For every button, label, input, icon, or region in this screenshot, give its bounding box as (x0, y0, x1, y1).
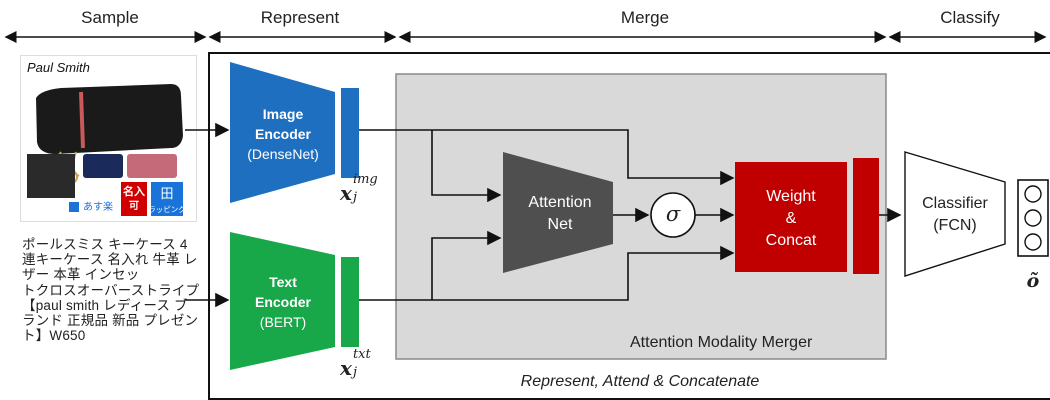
text-encoder-shape (230, 232, 335, 370)
header-classify: Classify (940, 8, 1000, 27)
output-label: õ (1026, 270, 1040, 292)
weight-concat-box (735, 162, 847, 272)
concat-feature-bar (853, 158, 879, 274)
output-node-2 (1024, 209, 1042, 227)
image-feature-label: x img j (340, 172, 378, 205)
text-encoder-title: Text Encoder (254, 274, 311, 310)
brand-logo: Paul Smith (27, 60, 90, 75)
header-merge: Merge (620, 8, 670, 27)
classifier-shape (904, 151, 1006, 277)
image-encoder-title: Image Encoder (254, 106, 311, 142)
merger-label: Attention Modality Merger (630, 334, 813, 351)
svg-text:あす楽: あす楽 (83, 200, 113, 213)
attention-net-label: Attention Net (528, 194, 592, 233)
classifier-label: Classifier (FCN) (922, 195, 988, 234)
image-feature-bar (341, 88, 359, 178)
image-encoder-subtitle: (DenseNet) (247, 146, 319, 162)
text-encoder-subtitle: (BERT) (259, 314, 307, 330)
text-encoder-label: Text Encoder (BERT) (228, 272, 338, 332)
caption: Represent, Attend & Concatenate (520, 373, 760, 390)
header-sample: Sample (81, 8, 139, 27)
weight-concat-label: Weight & Concat (765, 188, 817, 249)
svg-text:田: 田 (160, 186, 173, 201)
svg-text:名入: 名入 (123, 184, 145, 198)
sigma-label: σ (665, 202, 681, 226)
product-image: Paul Smith 名入 可 田 ラッピング あす楽 (20, 55, 197, 222)
output-node-1 (1024, 185, 1042, 203)
svg-text:ラッピング: ラッピング (148, 204, 186, 214)
text-feature-label: x txt j (340, 347, 371, 380)
sample-description: ポールスミス キーケース 4連キーケース 名入れ 牛革 レザー 本革 インセッ … (22, 237, 200, 344)
svg-text:可: 可 (129, 200, 139, 212)
text-feature-bar (341, 257, 359, 347)
product-image-drawing: Paul Smith 名入 可 田 ラッピング あす楽 (27, 60, 186, 216)
header-represent: Represent (260, 8, 340, 27)
header-arrows (4, 31, 1047, 43)
image-encoder-label: Image Encoder (DenseNet) (228, 104, 338, 164)
image-encoder-shape (230, 62, 335, 203)
attention-net-shape (503, 152, 613, 273)
output-node-3 (1024, 233, 1042, 251)
